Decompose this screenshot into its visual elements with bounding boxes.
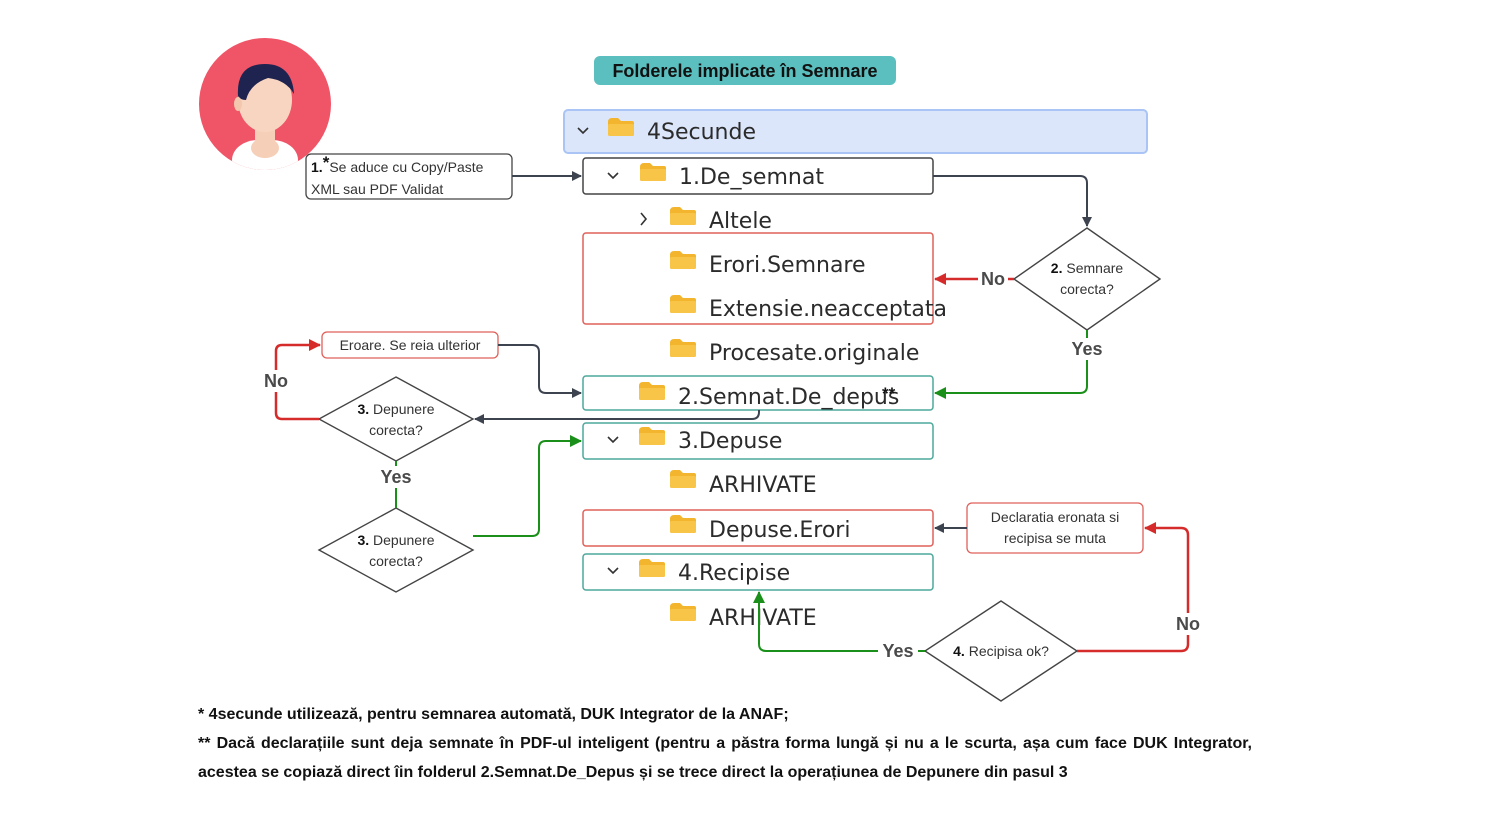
decision-depunere-upper [317, 376, 475, 462]
chevron-down-icon[interactable] [577, 127, 589, 135]
arrow-semnat-to-depunere [474, 410, 760, 424]
arrow-recipisa-yes [753, 591, 925, 652]
note-eroare-text: Eroare. Se reia ulterior [340, 337, 481, 353]
folder-row-recipise[interactable] [582, 553, 934, 591]
label-no-semnare: No [981, 269, 1005, 289]
decision-semnare-line2: corecta? [1060, 281, 1114, 297]
folder-icon [670, 295, 696, 313]
label-no-depunere: No [264, 371, 288, 391]
chevron-down-icon[interactable] [607, 172, 619, 180]
arrow-depunere-to-depuse [473, 435, 582, 537]
chevron-down-icon[interactable] [607, 436, 619, 444]
label-bg [878, 640, 918, 662]
folder-row-root[interactable] [563, 109, 1148, 154]
folder-recipise-label: 4.Recipise [678, 561, 790, 586]
label-yes-depunere: Yes [380, 467, 411, 487]
label-yes-recipisa: Yes [882, 641, 913, 661]
folder-icon [670, 470, 696, 488]
footnote-1: * 4secunde utilizează, pentru semnarea a… [198, 706, 789, 723]
label-no-recipisa: No [1176, 614, 1200, 634]
decision-recipisa [923, 600, 1079, 702]
label-bg [1066, 338, 1108, 360]
folder-icon [670, 339, 696, 357]
folder-procesate-label[interactable]: Procesate.originale [709, 341, 919, 366]
note-copy-paste-line1: 1.*Se aduce cu Copy/Paste [311, 153, 484, 175]
footnotes: * 4secunde utilizează, pentru semnarea a… [198, 700, 1252, 787]
note-copy-paste-line2: XML sau PDF Validat [311, 181, 443, 197]
decision-semnare-line1: 2. Semnare [1051, 260, 1124, 276]
folder-de-semnat-label: 1.De_semnat [679, 165, 824, 190]
chevron-down-icon[interactable] [607, 567, 619, 575]
arrow-recipisa-no [1077, 522, 1190, 653]
arrow-eroare-to-semnat [498, 344, 582, 398]
footnote-2: ** Dacă declarațiile sunt deja semnate î… [198, 735, 1252, 781]
arrow-de-semnat-to-decision [933, 175, 1092, 227]
label-bg [978, 268, 1008, 288]
folder-altele-label[interactable]: Altele [709, 209, 772, 234]
decision-depunere-upper-line1: 3. Depunere [357, 401, 434, 417]
note-declaratia-line2: recipisa se muta [1004, 530, 1106, 546]
label-yes-semnare: Yes [1071, 339, 1102, 359]
error-folders-group [582, 232, 934, 325]
folder-row-depuse[interactable] [582, 422, 934, 460]
folder-depuse-label: 3.Depuse [678, 429, 782, 454]
chevron-right-icon[interactable] [640, 212, 648, 226]
folder-extensie-label[interactable]: Extensie.neacceptata [709, 297, 947, 322]
decision-semnare [1012, 227, 1162, 331]
decision-depunere-lower-line1: 3. Depunere [357, 532, 434, 548]
folder-depuse-erori-label: Depuse.Erori [709, 518, 850, 543]
folder-root-label: 4Secunde [647, 120, 756, 145]
folder-icon [670, 251, 696, 269]
folder-icon [670, 603, 696, 621]
avatar [199, 38, 331, 170]
label-bg [260, 370, 292, 392]
arrow-semnare-yes [934, 330, 1088, 399]
title-badge [594, 56, 896, 85]
decision-depunere-upper-line2: corecta? [369, 422, 423, 438]
label-bg [375, 466, 417, 488]
folder-arhivate-recipise-label[interactable]: ARHIVATE [709, 606, 817, 631]
folder-semnat-de-depus-label: 2.Semnat.De_depus [678, 385, 899, 410]
diagram-title: Folderele implicate în Semnare [612, 61, 877, 81]
decision-depunere-lower-line2: corecta? [369, 553, 423, 569]
double-asterisk-mark: ** [882, 384, 896, 403]
folder-erori-semnare-label[interactable]: Erori.Semnare [709, 253, 866, 278]
folder-arhivate-depuse-label[interactable]: ARHIVATE [709, 473, 817, 498]
folder-icon [670, 207, 696, 225]
decision-recipisa-text: 4. Recipisa ok? [953, 643, 1049, 659]
note-declaratia-line1: Declaratia eronata si [991, 509, 1119, 525]
decision-depunere-lower [317, 507, 475, 593]
label-bg [1171, 613, 1205, 635]
